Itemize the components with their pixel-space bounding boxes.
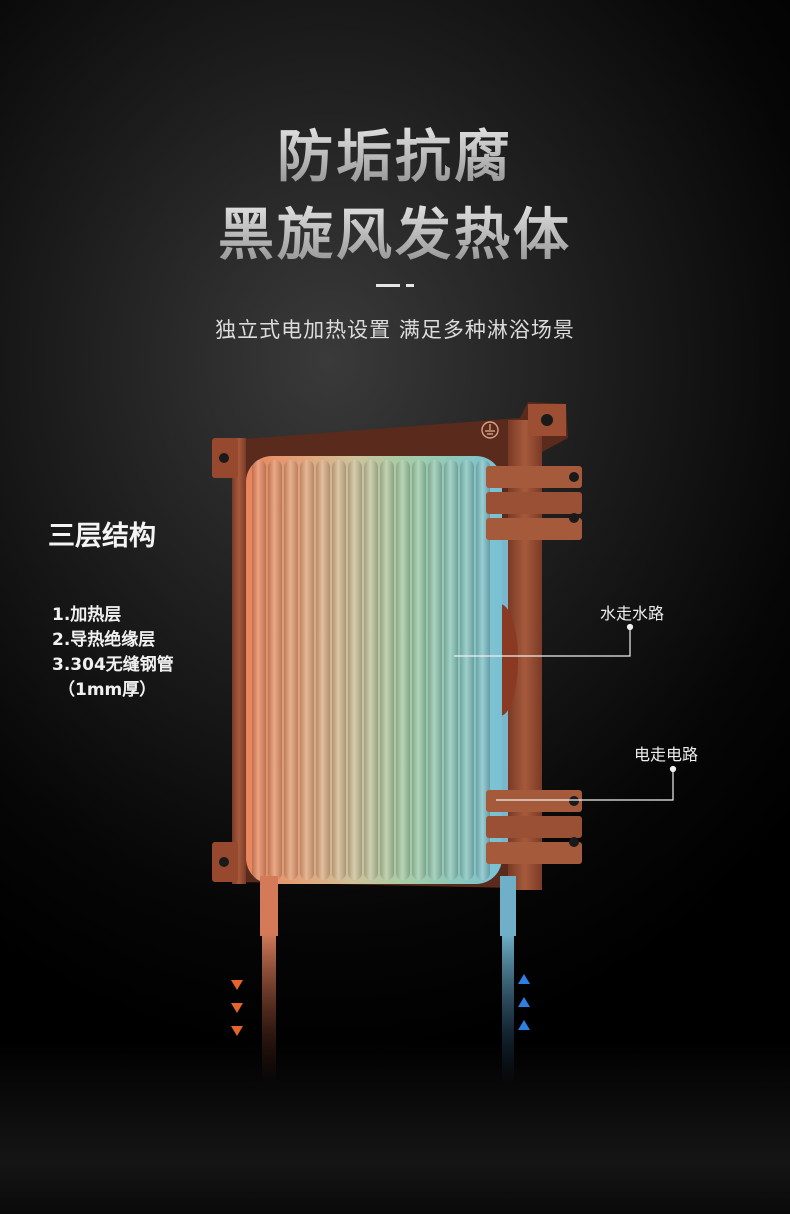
arrow-down-icon: [231, 980, 243, 1036]
coil-tube: [348, 460, 362, 880]
structure-item: 2.导热绝缘层: [52, 630, 156, 650]
subtitle: 独立式电加热设置 满足多种淋浴场景: [215, 318, 575, 342]
callout-water-label: 水走水路: [600, 604, 665, 623]
structure-title: 三层结构: [48, 521, 156, 552]
structure-item: 1.加热层: [52, 605, 122, 625]
ground-icon: [481, 421, 499, 439]
coil-tube: [364, 460, 378, 880]
coil-tube: [428, 460, 442, 880]
callout-electric-label: 电走电路: [634, 745, 699, 764]
structure-item: 3.304无缝钢管: [52, 655, 174, 675]
coil-tube: [284, 460, 298, 880]
headline-line-1: 防垢抗腐: [0, 112, 790, 193]
inlet-pipe: [500, 876, 516, 936]
inlet-water-stream: [502, 934, 514, 1084]
coil-tube: [444, 460, 458, 880]
divider-dot: [406, 284, 414, 287]
divider-dash: [376, 284, 400, 287]
callout-water-line: [454, 623, 634, 657]
structure-item: （1mm厚）: [58, 680, 157, 700]
terminal-blocks-bottom: [486, 790, 582, 864]
heating-coil: [246, 456, 502, 884]
headline-line-2: 黑旋风发热体: [0, 190, 790, 271]
coil-tube: [412, 460, 426, 880]
coil-tube: [396, 460, 410, 880]
structure-list: 1.加热层 2.导热绝缘层 3.304无缝钢管 （1mm厚）: [52, 603, 174, 703]
coil-tube: [268, 460, 282, 880]
terminal-blocks-top: [486, 466, 582, 540]
coil-tube: [332, 460, 346, 880]
outlet-pipe: [260, 876, 278, 936]
coil-tube: [460, 460, 474, 880]
coil-tube: [252, 460, 266, 880]
coil-tube: [316, 460, 330, 880]
outlet-water-stream: [262, 934, 276, 1084]
coil-tube: [476, 460, 490, 880]
coil-tube: [380, 460, 394, 880]
arrow-up-icon: [518, 974, 530, 1030]
floor-reflection: [0, 1040, 790, 1214]
coil-tube: [300, 460, 314, 880]
callout-electric-line: [496, 765, 677, 801]
